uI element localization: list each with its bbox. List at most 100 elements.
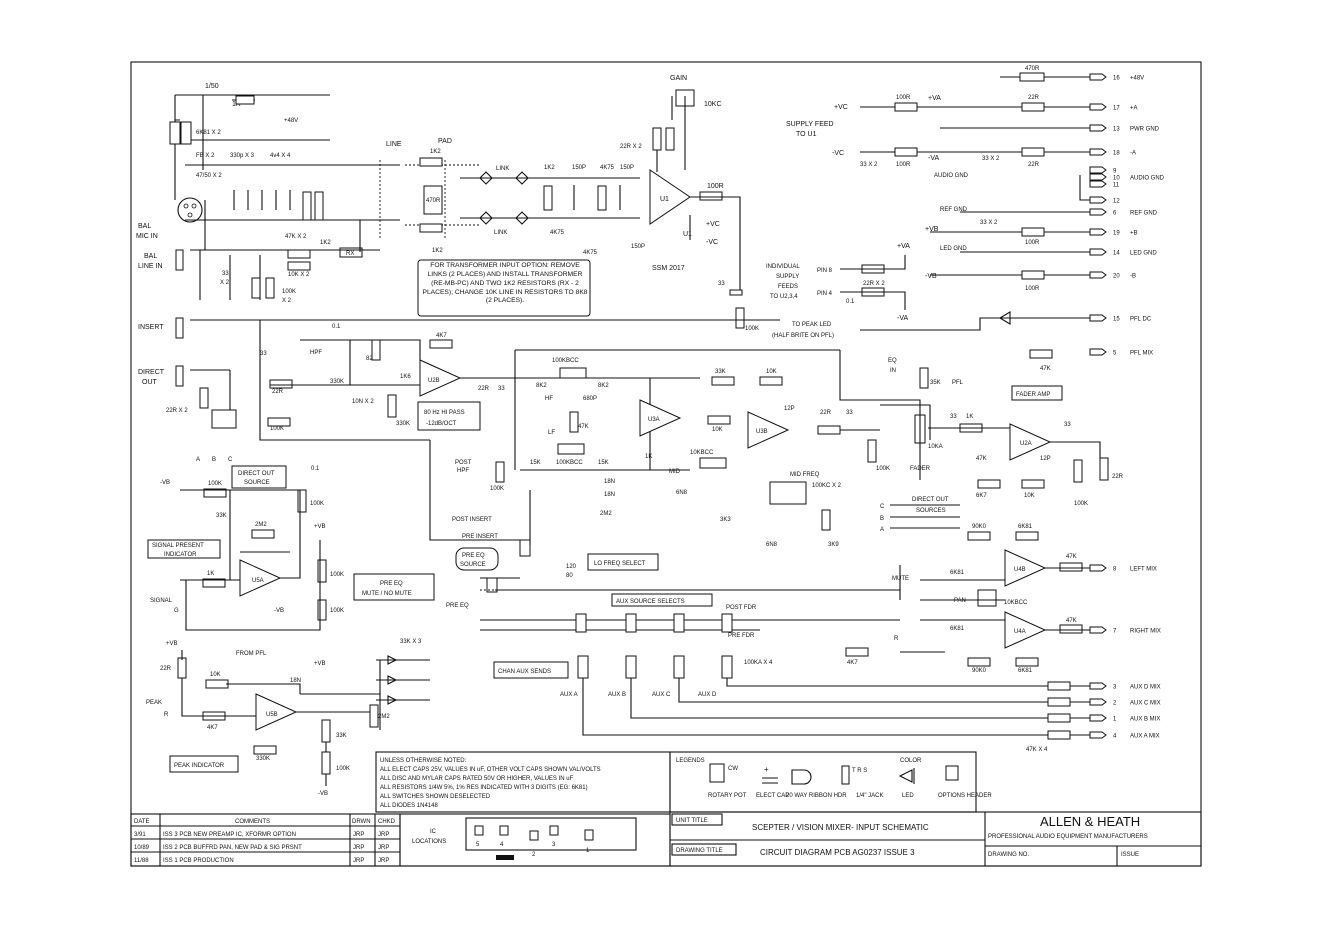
svg-text:LINK: LINK — [496, 166, 509, 172]
svg-text:100K: 100K — [208, 481, 222, 487]
svg-text:SSM 2017: SSM 2017 — [652, 265, 685, 272]
svg-text:PRE EQ: PRE EQ — [446, 603, 469, 609]
svg-text:1K6: 1K6 — [400, 374, 411, 380]
svg-text:2M2: 2M2 — [255, 522, 267, 528]
svg-text:22R: 22R — [478, 386, 490, 392]
svg-text:PRE EQ: PRE EQ — [380, 581, 403, 587]
connector-pin-label: +48V — [1130, 76, 1144, 82]
svg-text:EQ: EQ — [888, 358, 897, 364]
svg-text:33 X 2: 33 X 2 — [980, 220, 998, 226]
svg-text:4K7: 4K7 — [436, 333, 447, 339]
svg-text:FROM PFL: FROM PFL — [236, 651, 267, 657]
svg-text:100K: 100K — [310, 501, 324, 507]
bal-mic-label-2: MIC IN — [136, 233, 158, 240]
svg-text:3K9: 3K9 — [828, 542, 839, 548]
rx-resistor — [339, 247, 363, 258]
svg-text:6K7: 6K7 — [976, 493, 987, 499]
svg-text:LINE: LINE — [386, 141, 402, 148]
svg-text:JRP: JRP — [353, 858, 364, 864]
svg-text:6K81: 6K81 — [950, 626, 965, 632]
svg-text:47/50 X 2: 47/50 X 2 — [196, 173, 222, 179]
svg-text:ELECT CAP: ELECT CAP — [756, 793, 789, 799]
svg-text:33: 33 — [260, 351, 267, 357]
svg-text:33: 33 — [950, 414, 957, 420]
svg-text:10KBCC: 10KBCC — [690, 450, 714, 456]
svg-text:X 2: X 2 — [220, 280, 230, 286]
svg-text:3K3: 3K3 — [720, 517, 731, 523]
bal-mic-label: BAL — [138, 223, 151, 230]
svg-text:LED GND: LED GND — [940, 246, 967, 252]
svg-text:22R: 22R — [1028, 162, 1040, 168]
svg-text:DIRECT OUT: DIRECT OUT — [912, 497, 949, 503]
svg-text:100K: 100K — [336, 766, 350, 772]
svg-text:22R: 22R — [1028, 95, 1040, 101]
connector-pin-number: 12 — [1113, 199, 1120, 205]
svg-text:1K2: 1K2 — [544, 165, 555, 171]
svg-text:0.1: 0.1 — [332, 324, 341, 330]
svg-text:DIRECT: DIRECT — [138, 369, 165, 376]
svg-text:100K: 100K — [270, 426, 284, 432]
svg-text:330K: 330K — [330, 379, 344, 385]
svg-text:80: 80 — [566, 573, 573, 579]
svg-text:GAIN: GAIN — [670, 75, 687, 82]
u5b-opamp — [255, 693, 298, 731]
svg-text:33: 33 — [498, 386, 505, 392]
svg-text:U4A: U4A — [1014, 629, 1026, 635]
svg-text:AUX A: AUX A — [560, 692, 578, 698]
svg-text:150P: 150P — [620, 165, 634, 171]
svg-text:6N8: 6N8 — [676, 490, 688, 496]
svg-text:10/89: 10/89 — [134, 845, 150, 851]
svg-text:PAN: PAN — [954, 598, 966, 604]
connector-pin: 16 +48V — [1089, 73, 1144, 82]
svg-text:COLOR: COLOR — [900, 758, 922, 764]
svg-text:LED: LED — [902, 793, 914, 799]
svg-text:INSERT: INSERT — [138, 324, 164, 331]
svg-text:+: + — [764, 765, 769, 774]
svg-text:1K2: 1K2 — [430, 149, 441, 155]
svg-text:HPF: HPF — [457, 468, 469, 474]
svg-text:(HALF BRITE ON PFL): (HALF BRITE ON PFL) — [772, 333, 834, 339]
svg-text:U5B: U5B — [266, 712, 278, 718]
svg-text:+VC: +VC — [834, 104, 848, 111]
svg-text:1K2: 1K2 — [432, 248, 443, 254]
svg-text:11/88: 11/88 — [134, 858, 149, 864]
svg-text:100K: 100K — [330, 608, 344, 614]
svg-text:100K: 100K — [282, 289, 296, 295]
u1-opamp — [649, 169, 691, 225]
svg-text:-VB: -VB — [318, 791, 328, 797]
transformer-note: FOR TRANSFORMER INPUT OPTION: REMOVE LIN… — [417, 259, 591, 317]
svg-text:47K: 47K — [1040, 366, 1051, 372]
svg-text:330p X 3: 330p X 3 — [230, 153, 255, 159]
u4b-opamp — [1004, 549, 1047, 587]
svg-text:IC: IC — [430, 829, 437, 835]
svg-text:POST: POST — [455, 460, 472, 466]
connector-pin-label: PFL DC — [1130, 317, 1152, 323]
connector-pin-number: 4 — [1113, 734, 1117, 740]
connector-pin-label: AUX B MIX — [1130, 717, 1160, 723]
svg-text:-VC: -VC — [832, 150, 844, 157]
svg-text:90K0: 90K0 — [972, 668, 987, 674]
u3a-opamp — [639, 399, 682, 437]
svg-text:PRE EQ: PRE EQ — [462, 553, 485, 559]
svg-text:PIN 4: PIN 4 — [817, 291, 833, 297]
svg-text:U1: U1 — [683, 231, 692, 238]
svg-text:0.1: 0.1 — [311, 466, 320, 472]
connector-pin-number: 3 — [1113, 685, 1117, 691]
connector-pin-label: PWR GND — [1130, 127, 1160, 133]
svg-text:MUTE / NO MUTE: MUTE / NO MUTE — [362, 591, 412, 597]
svg-text:TO PEAK LED: TO PEAK LED — [792, 322, 832, 328]
connector-pin-number: 16 — [1113, 76, 1120, 82]
connector-pin: 20-B — [1089, 271, 1136, 280]
svg-text:3/91: 3/91 — [134, 832, 146, 838]
svg-text:4K75: 4K75 — [600, 165, 615, 171]
svg-text:SOURCE: SOURCE — [460, 562, 486, 568]
svg-text:INDICATOR: INDICATOR — [164, 552, 197, 558]
chan-aux-sends-box — [493, 661, 569, 679]
svg-text:6K81 X 2: 6K81 X 2 — [196, 130, 221, 136]
svg-text:SOURCES: SOURCES — [916, 508, 946, 514]
svg-text:6K81: 6K81 — [1018, 524, 1033, 530]
svg-text:-VB: -VB — [274, 608, 284, 614]
